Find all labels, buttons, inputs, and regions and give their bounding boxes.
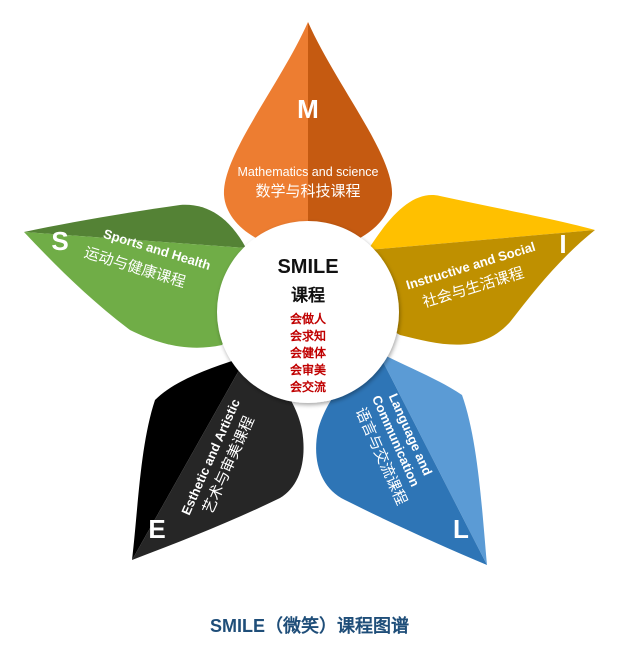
petal-m-letter: M bbox=[297, 94, 319, 124]
center-goal-4: 会审美 bbox=[290, 362, 327, 377]
petal-s-dark bbox=[24, 204, 246, 248]
petal-s: S Sports and Health 运动与健康课程 bbox=[24, 204, 247, 348]
center-goal-5: 会交流 bbox=[290, 379, 326, 394]
petal-m-dark bbox=[308, 22, 393, 252]
petal-i-letter: I bbox=[559, 229, 566, 259]
petal-l-dark bbox=[316, 352, 487, 565]
petal-e: E Esthetic and Artistic 艺术与审美课程 bbox=[132, 356, 304, 560]
petal-l: L Language and Communication 语言与交流课程 bbox=[316, 352, 487, 565]
petal-m: M Mathematics and science 数学与科技课程 bbox=[223, 22, 393, 252]
center-title: SMILE bbox=[277, 256, 338, 278]
center-goal-2: 会求知 bbox=[290, 328, 326, 343]
petal-m-english: Mathematics and science bbox=[237, 165, 378, 179]
center-subtitle: 课程 bbox=[291, 286, 325, 305]
center-hub: SMILE 课程 会做人 会求知 会健体 会审美 会交流 bbox=[217, 221, 399, 403]
petal-e-light bbox=[132, 356, 304, 560]
petal-s-letter: S bbox=[51, 226, 68, 256]
petal-i-light bbox=[368, 195, 595, 250]
petal-i-dark bbox=[367, 230, 595, 345]
center-circle bbox=[217, 221, 399, 403]
center-goal-3: 会健体 bbox=[290, 345, 327, 360]
petal-e-letter: E bbox=[148, 514, 165, 544]
petal-i: I Instructive and Social 社会与生活课程 bbox=[367, 195, 595, 345]
petal-m-light bbox=[223, 22, 308, 252]
diagram-caption: SMILE（微笑）课程图谱 bbox=[209, 616, 409, 636]
petal-s-light bbox=[24, 232, 247, 348]
center-goal-1: 会做人 bbox=[290, 311, 327, 326]
petal-m-chinese: 数学与科技课程 bbox=[255, 183, 360, 200]
petal-l-letter: L bbox=[453, 514, 469, 544]
